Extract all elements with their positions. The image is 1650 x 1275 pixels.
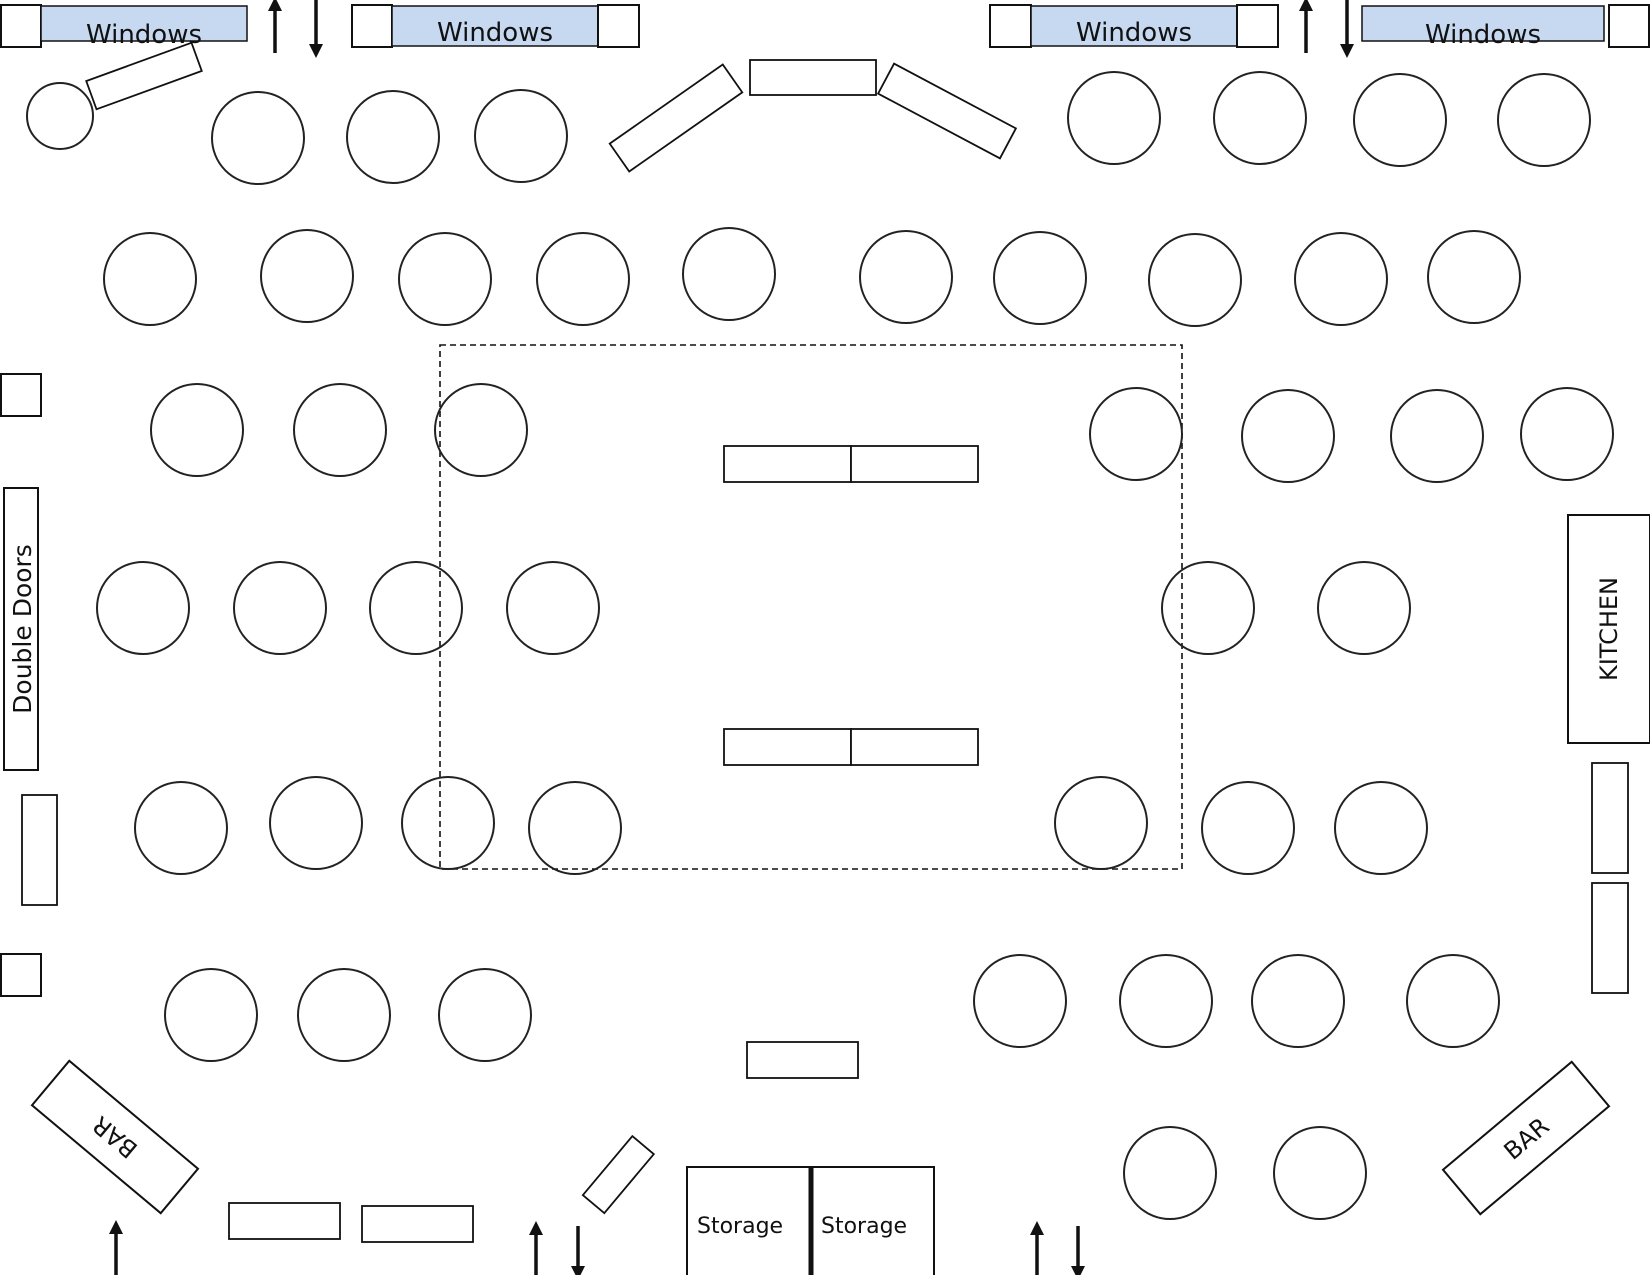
round-table xyxy=(1390,389,1484,483)
round-table xyxy=(260,229,354,323)
round-table xyxy=(297,968,391,1062)
head-table-right xyxy=(850,445,979,483)
kitchen-label: KITCHEN xyxy=(1595,577,1623,681)
round-table xyxy=(1520,387,1614,481)
window-pillar xyxy=(1236,4,1279,48)
round-table xyxy=(973,954,1067,1048)
round-table xyxy=(993,231,1087,325)
round-table xyxy=(1201,781,1295,875)
kitchen xyxy=(1567,514,1650,744)
double-doors-label: Double Doors xyxy=(8,544,37,714)
window-pillar xyxy=(351,4,393,48)
round-table xyxy=(1427,230,1521,324)
window-group-1: Windows xyxy=(0,4,248,50)
round-table xyxy=(1497,73,1591,167)
round-table xyxy=(211,91,305,185)
bar-right: BAR xyxy=(1441,1060,1611,1216)
head-table-left xyxy=(723,445,852,483)
round-table xyxy=(474,89,568,183)
round-table xyxy=(1054,776,1148,870)
head-table-left xyxy=(723,728,852,766)
round-table xyxy=(1334,781,1428,875)
window-pillar xyxy=(597,4,640,48)
rect-table xyxy=(85,41,203,111)
window-pillar xyxy=(989,4,1032,48)
window-label: Windows xyxy=(1076,18,1192,48)
side-table xyxy=(1591,882,1629,994)
window-group-2: Windows xyxy=(351,4,640,48)
round-table xyxy=(26,82,94,150)
rect-table xyxy=(361,1205,474,1243)
round-table xyxy=(1353,73,1447,167)
window-pane xyxy=(1030,5,1238,47)
round-table xyxy=(269,776,363,870)
round-table xyxy=(1213,71,1307,165)
round-table xyxy=(401,776,495,870)
round-table xyxy=(528,781,622,875)
round-table xyxy=(346,90,440,184)
round-table xyxy=(1148,233,1242,327)
round-table xyxy=(434,383,528,477)
window-pane xyxy=(1361,5,1605,42)
rect-table xyxy=(876,62,1018,160)
pillar xyxy=(0,373,42,417)
window-label: Windows xyxy=(1425,20,1541,50)
round-table xyxy=(1241,389,1335,483)
round-table xyxy=(1123,1126,1217,1220)
storage-right-label: Storage xyxy=(821,1214,907,1239)
round-table xyxy=(1089,387,1183,481)
round-table xyxy=(1294,232,1388,326)
window-group-4: Windows xyxy=(1361,4,1650,50)
window-label: Windows xyxy=(437,18,553,48)
round-table xyxy=(96,561,190,655)
round-table xyxy=(1406,954,1500,1048)
round-table xyxy=(859,230,953,324)
round-table xyxy=(438,968,532,1062)
rect-tables xyxy=(21,41,1629,1243)
storage-right xyxy=(810,1166,935,1275)
bar-left: BAR xyxy=(30,1059,200,1215)
round-table xyxy=(1119,954,1213,1048)
rect-table xyxy=(746,1041,859,1079)
window-pane xyxy=(391,5,599,47)
dance-floor-area xyxy=(439,344,1183,870)
double-doors xyxy=(3,487,39,771)
round-table xyxy=(506,561,600,655)
rect-table xyxy=(608,63,744,173)
round-table xyxy=(1067,71,1161,165)
round-table xyxy=(293,383,387,477)
round-table xyxy=(398,232,492,326)
round-table xyxy=(536,232,630,326)
round-table xyxy=(682,227,776,321)
round-table xyxy=(103,232,197,326)
window-pillar xyxy=(1608,4,1650,48)
side-table xyxy=(21,794,58,906)
storage-left-label: Storage xyxy=(697,1214,783,1239)
round-table xyxy=(233,561,327,655)
side-table xyxy=(1591,762,1629,874)
round-table xyxy=(1317,561,1411,655)
round-tables xyxy=(26,71,1614,1220)
head-table-right xyxy=(850,728,979,766)
rect-table xyxy=(581,1134,656,1215)
round-table xyxy=(369,561,463,655)
round-table xyxy=(1161,561,1255,655)
window-pane xyxy=(40,5,248,42)
pillar xyxy=(0,953,42,997)
round-table xyxy=(164,968,258,1062)
round-table xyxy=(1251,954,1345,1048)
rect-table xyxy=(228,1202,341,1240)
round-table xyxy=(1273,1126,1367,1220)
round-table xyxy=(134,781,228,875)
rect-table xyxy=(749,59,877,96)
window-pillar xyxy=(0,4,42,48)
round-table xyxy=(150,383,244,477)
window-group-3: Windows xyxy=(989,4,1279,48)
